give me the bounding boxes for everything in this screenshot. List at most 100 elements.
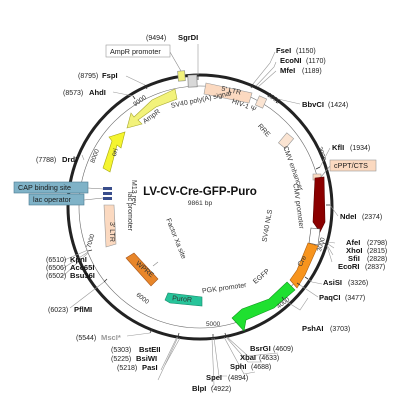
cppt-label: cPPT/CTS	[334, 161, 368, 170]
cre-feature[interactable]	[289, 242, 319, 289]
factor-xa-label: Factor Xa site	[164, 217, 187, 260]
cap-leader	[87, 187, 104, 190]
site-ecori[interactable]: EcoRI	[338, 262, 360, 271]
site-pasi[interactable]: PasI	[142, 363, 158, 372]
cppt-leader	[320, 165, 331, 178]
cmv-enhancer-feature[interactable]	[312, 176, 326, 233]
site-msci[interactable]: MscI*	[101, 333, 121, 342]
sv40-polya-label: SV40 poly(A) signal	[170, 90, 232, 110]
site-sgrdi[interactable]: SgrDI	[178, 33, 198, 42]
m13-rev-label: M13 rev	[130, 180, 137, 206]
ampr-promoter-label: AmpR promoter	[110, 47, 161, 56]
site-ticks	[87, 75, 330, 338]
site-xbai[interactable]: XbaI	[240, 353, 256, 362]
rre-label: RRE	[256, 123, 271, 139]
sv40-polya-box[interactable]	[187, 74, 198, 88]
site-bsteii[interactable]: BstEII	[139, 345, 161, 354]
cmv-promoter-label: CMV promoter	[291, 183, 304, 230]
site-afei[interactable]: AfeI	[346, 238, 360, 247]
site-pasi-pos: (5218)	[117, 365, 137, 372]
ori-feature[interactable]	[102, 131, 126, 173]
tick-6000: 6000	[135, 292, 151, 307]
tick-1000: 1000	[266, 92, 282, 106]
site-ecori-pos: (2837)	[365, 264, 385, 271]
site-drdi[interactable]: DrdI	[62, 155, 77, 164]
tick-2000: 2000	[316, 146, 327, 162]
site-econi[interactable]: EcoNI	[280, 56, 302, 65]
cap-binding-label: CAP binding site	[18, 183, 71, 192]
tick-8000: 8000	[89, 148, 101, 164]
site-bsu36i-pos: (6502)	[46, 273, 66, 280]
site-fspi[interactable]: FspI	[102, 71, 118, 80]
hiv-psi-box[interactable]	[254, 95, 268, 109]
sv40-nls-label: SV40 NLS	[262, 209, 275, 243]
plasmid-size: 9861 bp	[188, 200, 213, 207]
site-paqci[interactable]: PaqCI	[319, 293, 341, 302]
pgk-promoter-label: PGK promoter	[202, 282, 248, 295]
site-kfli[interactable]: KflI	[332, 143, 344, 152]
site-blpi[interactable]: BlpI	[192, 384, 206, 393]
site-ndei-pos: (2374)	[362, 214, 382, 221]
site-ndei[interactable]: NdeI	[340, 212, 356, 221]
lac-box-3[interactable]	[103, 197, 112, 200]
cre-label: Cre	[297, 255, 309, 268]
site-xbai-pos: (4633)	[259, 355, 279, 362]
site-fspi-pos: (8795)	[78, 73, 98, 80]
site-pflmi[interactable]: PflMI	[74, 305, 92, 314]
rre-box[interactable]	[278, 132, 295, 149]
site-kpni-pos: (6510)	[46, 257, 66, 264]
site-xhoi[interactable]: XhoI	[346, 246, 362, 255]
site-bsiwi[interactable]: BsiWI	[136, 354, 157, 363]
ampr-promoter-box[interactable]	[177, 70, 186, 82]
site-asisi[interactable]: AsiSI	[323, 278, 342, 287]
site-acc65i-pos: (6506)	[46, 265, 66, 272]
site-pshai-label[interactable]: PshAI	[302, 324, 324, 333]
site-fsei[interactable]: FseI	[276, 46, 291, 55]
site-spei[interactable]: SpeI	[206, 373, 222, 382]
cppt-label-box	[329, 159, 377, 172]
five-ltr-label: 5' LTR	[221, 86, 242, 97]
lac-box-1[interactable]	[103, 187, 112, 190]
lac-promoter-label: lac promoter	[126, 192, 133, 232]
site-bbvci[interactable]: BbvCI	[302, 100, 324, 109]
three-ltr-label: 3' LTR	[108, 222, 115, 242]
site-acc65i[interactable]: Acc65I	[70, 263, 95, 272]
site-paqci-pos: (3477)	[345, 295, 365, 302]
wpre-feature[interactable]	[125, 252, 159, 287]
three-ltr-feature[interactable]	[103, 204, 117, 248]
site-bbvci-pos: (1424)	[328, 102, 348, 109]
five-ltr-feature[interactable]	[203, 82, 253, 104]
site-kpni[interactable]: KpnI	[70, 255, 87, 264]
puror-feature[interactable]	[164, 292, 203, 307]
tick-5000: 5000	[206, 321, 221, 328]
site-xhoi-pos: (2815)	[367, 248, 387, 255]
site-sphi[interactable]: SphI	[230, 362, 246, 371]
site-asisi-pos: (3326)	[348, 280, 368, 287]
site-econi-pos: (1170)	[306, 58, 326, 65]
egfp-feature[interactable]	[231, 281, 296, 332]
lac-op-leader	[83, 197, 104, 201]
ori-label: ori	[111, 147, 120, 157]
ampr-feature[interactable]	[126, 88, 178, 129]
site-bsu36i[interactable]: Bsu36I	[70, 271, 95, 280]
site-mfei[interactable]: MfeI	[280, 66, 295, 75]
plasmid-title: LV-CV-Cre-GFP-Puro	[143, 185, 257, 198]
site-fsei-pos: (1150)	[296, 48, 316, 55]
tick-3000: 3000	[316, 236, 327, 252]
lac-box-2[interactable]	[103, 192, 112, 195]
site-pshai-pos: (3703)	[330, 326, 350, 333]
ampr-promoter-label-box	[105, 44, 171, 58]
lac-operator-label: lac operator	[33, 195, 72, 204]
site-msci-pos: (5544)	[76, 335, 96, 342]
ampr-promoter-leader	[169, 51, 182, 72]
cmv-promoter-feature[interactable]	[308, 227, 321, 246]
site-drdi-pos: (7788)	[36, 157, 56, 164]
egfp-label: EGFP	[252, 268, 271, 286]
site-ahdi[interactable]: AhdI	[89, 88, 106, 97]
site-bsrgi[interactable]: BsrGI	[250, 344, 271, 353]
site-kfli-pos: (1934)	[350, 145, 370, 152]
site-pflmi-pos: (6023)	[48, 307, 68, 314]
site-blpi-pos: (4922)	[211, 386, 231, 393]
site-sfii[interactable]: SfiI	[348, 254, 360, 263]
